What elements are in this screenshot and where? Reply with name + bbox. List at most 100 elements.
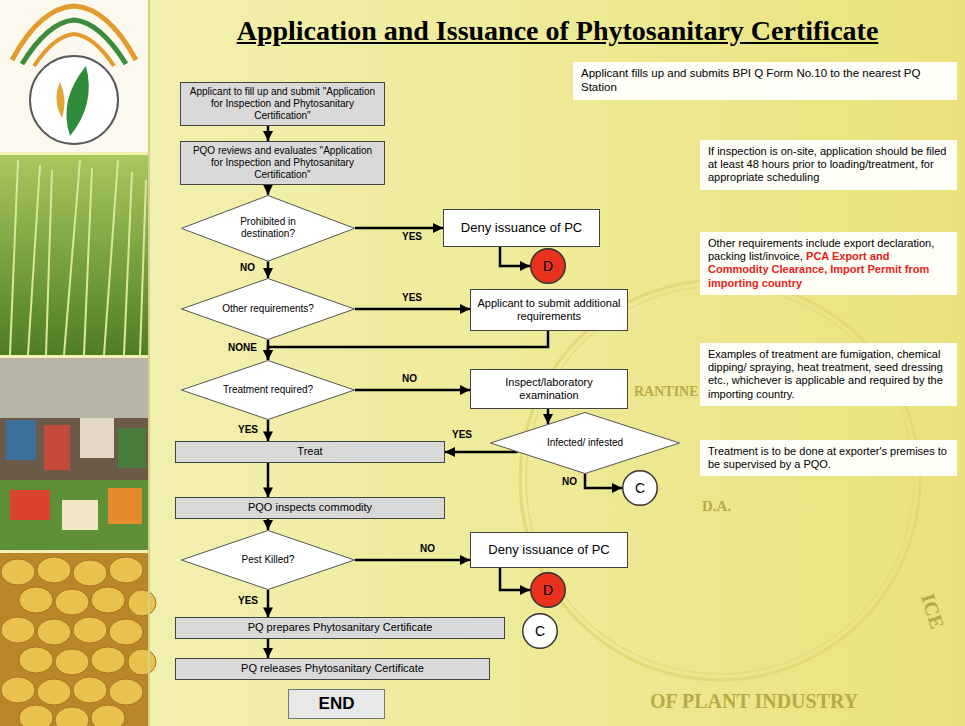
circle-shape: [531, 573, 566, 608]
market-roof: [0, 358, 148, 418]
note-box: Treatment is to be done at exporter's pr…: [700, 440, 957, 476]
text-block: PQ prepares Phytosanitary Certificate: [248, 621, 433, 634]
text-block: Deny issuance of PC: [488, 542, 609, 558]
flow-arrow: [445, 451, 518, 454]
node-text: Treatment is to be done at exporter's pr…: [708, 445, 947, 470]
text-block: END: [319, 694, 355, 714]
watermark-text: D.A.: [702, 498, 731, 515]
logo-ring: [30, 56, 118, 144]
node-text: D: [543, 258, 553, 274]
deny-box: Deny issuance of PC: [443, 209, 600, 247]
market-photo: [0, 358, 148, 550]
text-block: Other requirements?: [218, 303, 319, 315]
node-text: Treat: [297, 445, 322, 457]
text-block: If inspection is on-site, application sh…: [708, 145, 949, 185]
edge-label: YES: [402, 292, 422, 304]
node-text: PQ releases Phytosanitary Certificate: [241, 662, 424, 674]
flow-arrow: [355, 389, 470, 392]
off-page-connector: C: [622, 470, 658, 506]
flow-arrow: [267, 185, 270, 195]
node-text: PQ prepares Phytosanitary Certificate: [248, 621, 433, 633]
diamond-shape: [182, 531, 355, 590]
edge-label: NONE: [228, 342, 257, 354]
decision-diamond: Pest Killed?: [181, 530, 355, 590]
edge-label: YES: [452, 429, 472, 441]
node-text: Applicant fills up and submits BPI Q For…: [581, 67, 920, 93]
market-people: [44, 425, 70, 470]
logo-leaf: [56, 82, 64, 118]
flow-arrow: [267, 590, 270, 617]
text-block: Treatment is to be done at exporter's pr…: [708, 445, 949, 471]
logo-panel: [0, 0, 148, 152]
rice-stalks: [10, 160, 146, 355]
diamond-shape: [182, 361, 355, 420]
process-box: PQ releases Phytosanitary Certificate: [175, 658, 490, 680]
text-block: Deny issuance of PC: [461, 220, 582, 236]
watermark-text: ICE: [917, 591, 949, 632]
text-block: Applicant to submit additional requireme…: [476, 297, 622, 323]
deny-box: Deny issuance of PC: [470, 532, 628, 568]
edge-label: NO: [240, 262, 255, 274]
process-box: Applicant to submit additional requireme…: [470, 289, 628, 331]
flow-arrow: [500, 247, 530, 266]
node-text: Applicant to fill up and submit "Applica…: [190, 86, 375, 121]
flow-arrow: [267, 340, 270, 360]
node-text: D: [543, 582, 553, 598]
diamond-shape: [182, 279, 355, 340]
circle-shape: [623, 471, 658, 506]
edge-label: NO: [420, 543, 435, 555]
market-vegetables: [62, 500, 98, 530]
watermark-text: RANTINE: [634, 384, 699, 399]
node-text: C: [535, 623, 545, 639]
strip-divider: [148, 0, 150, 726]
flow-arrow: [267, 420, 270, 441]
node-text: C: [635, 480, 645, 496]
seal-watermark: [520, 280, 920, 680]
node-text: Deny issuance of PC: [488, 542, 609, 557]
text-block: Infected/ infested: [530, 437, 640, 449]
node-text: Deny issuance of PC: [461, 220, 582, 235]
process-box: PQ prepares Phytosanitary Certificate: [175, 617, 505, 638]
text-block: C: [635, 480, 645, 497]
circle-shape: [531, 249, 566, 284]
node-text: PQO reviews and evaluates "Application f…: [193, 145, 372, 180]
text-block: Examples of treatment are fumigation, ch…: [708, 348, 949, 401]
market-vegetables: [0, 480, 148, 550]
diamond-shape: [491, 413, 680, 474]
text-block: Prohibited in destination?: [218, 216, 319, 240]
decision-diamond: Other requirements?: [181, 278, 355, 340]
node-text: Prohibited in destination?: [240, 216, 296, 239]
flow-arrow: [355, 559, 470, 562]
node-text: Treatment required?: [223, 384, 313, 395]
market-people: [118, 428, 146, 468]
edge-label: YES: [402, 231, 422, 243]
edge-label: NO: [402, 373, 417, 385]
logo-leaf: [66, 66, 88, 136]
process-box: Inspect/laboratory examination: [470, 369, 628, 409]
rice-photo: [0, 155, 148, 355]
node-text: Inspect/laboratory examination: [505, 376, 592, 401]
node-text: PQO inspects commodity: [248, 501, 372, 513]
process-box: PQO reviews and evaluates "Application f…: [180, 141, 385, 185]
text-block: Applicant fills up and submits BPI Q For…: [581, 67, 949, 95]
edge-label: YES: [238, 424, 258, 436]
mango-fruits: [1, 557, 156, 726]
text-block: Pest Killed?: [218, 554, 319, 566]
edge-label: YES: [238, 595, 258, 607]
node-text: Infected/ infested: [547, 437, 623, 448]
end-box: END: [288, 689, 385, 719]
text-block: PQO reviews and evaluates "Application f…: [186, 145, 379, 181]
flow-arrow: [267, 639, 270, 658]
flow-arrow: [355, 227, 443, 230]
diamond-shape: [182, 195, 355, 261]
text-block: Applicant to fill up and submit "Applica…: [186, 86, 379, 122]
text-block: PQ releases Phytosanitary Certificate: [241, 662, 424, 675]
node-text: Examples of treatment are fumigation, ch…: [708, 348, 943, 400]
flow-arrow: [500, 568, 530, 590]
flow-arrow: [267, 463, 270, 498]
off-page-connector: C: [522, 613, 558, 649]
flow-arrow: [355, 308, 470, 311]
note-box: If inspection is on-site, application sh…: [700, 140, 957, 190]
title: Application and Issuance of Phytosanitar…: [150, 15, 965, 47]
note-box: Examples of treatment are fumigation, ch…: [700, 343, 957, 406]
